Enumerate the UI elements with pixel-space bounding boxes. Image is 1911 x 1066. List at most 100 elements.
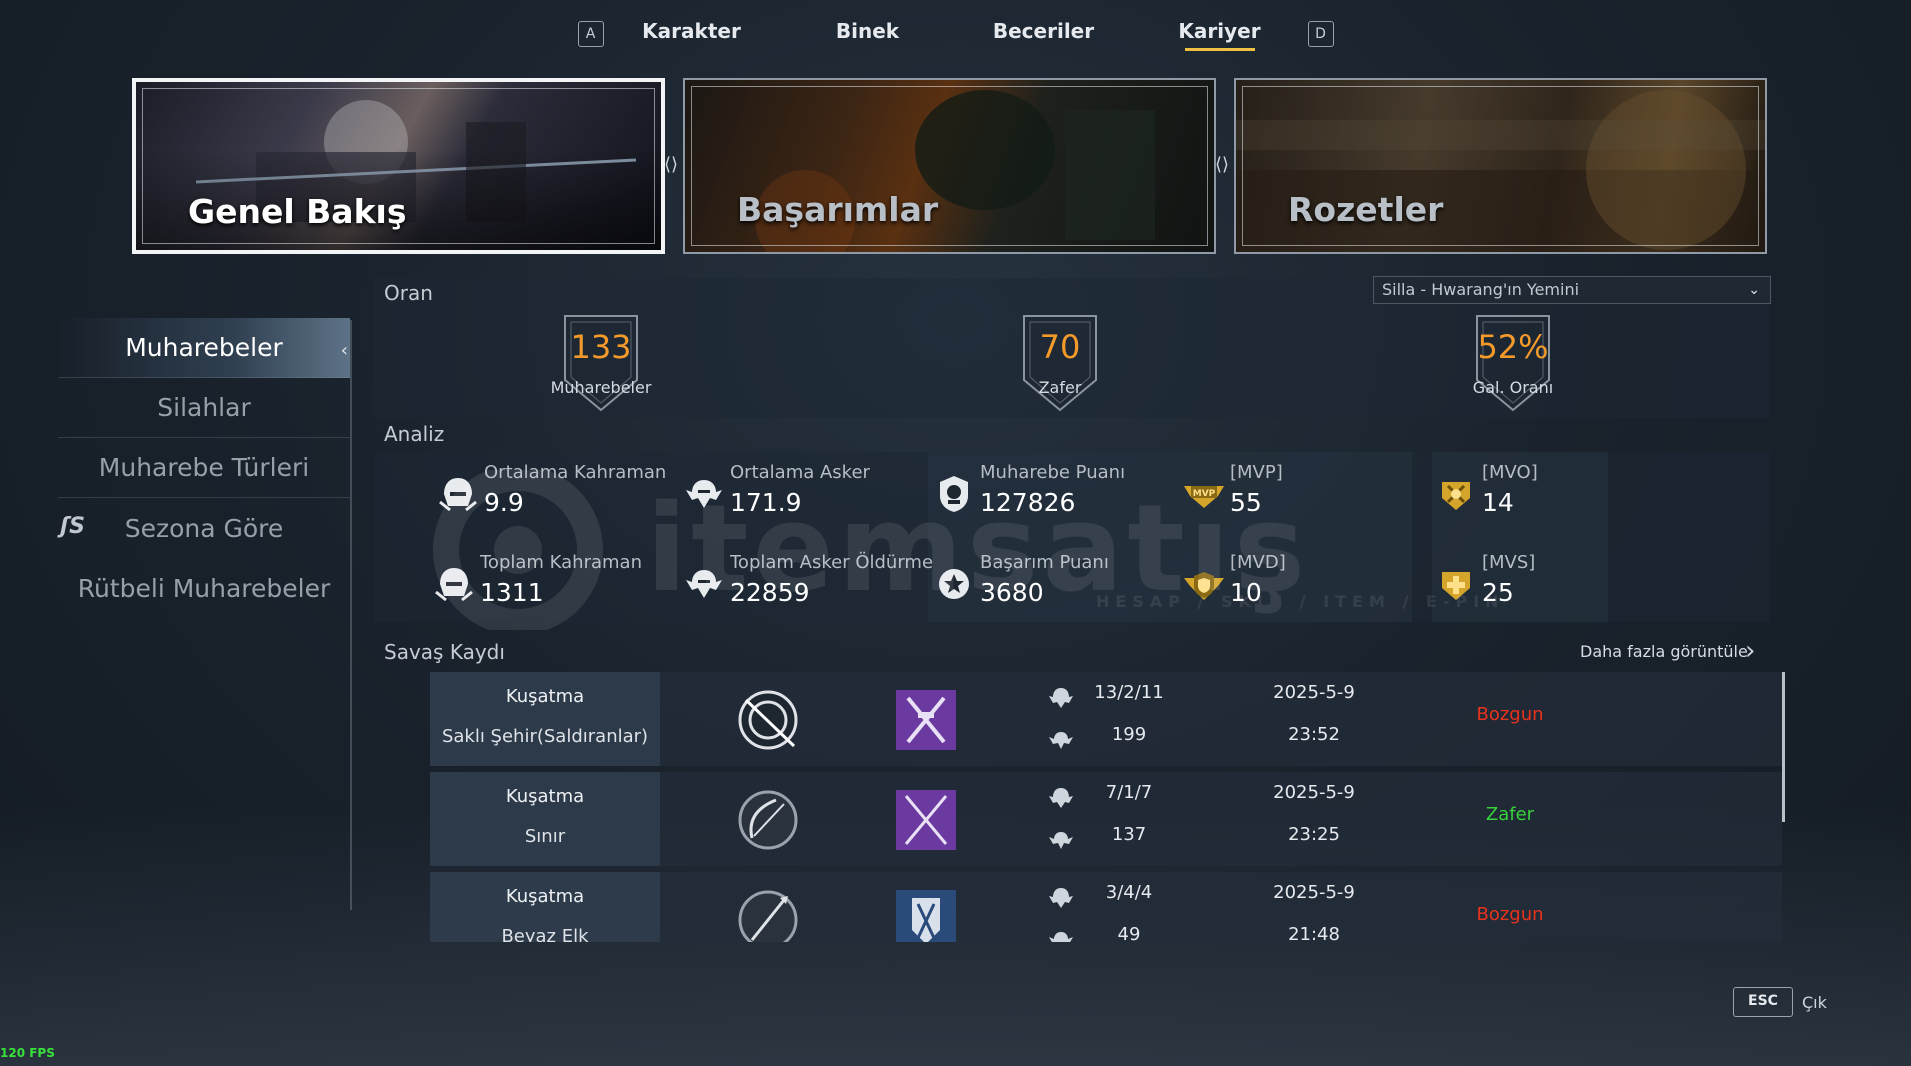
battle-record-list[interactable]: Kuşatma Saklı Şehir(Saldıranlar) 13/2/11… [0, 670, 1911, 942]
bow-weapon-icon [738, 790, 798, 850]
sidebar-divider [350, 320, 352, 910]
soldier-kills-icon [1049, 732, 1073, 749]
record-kda: 7/1/7 [1105, 782, 1153, 803]
record-result: Zafer [1485, 804, 1535, 825]
knight-artwork [755, 90, 1155, 252]
record-list-scrollbar[interactable] [1782, 672, 1785, 822]
battle-score-icon [940, 476, 968, 512]
faction-select[interactable]: Silla - Hwarang'ın Yemini ⌄ [1373, 276, 1771, 304]
spear-weapon-icon [738, 890, 798, 942]
record-kills: 49 [1117, 924, 1141, 942]
sidebar-item-silahlar[interactable]: Silahlar [58, 378, 350, 438]
tab-kariyer[interactable]: Kariyer [1132, 19, 1308, 49]
table-row[interactable]: Kuşatma Saklı Şehir(Saldıranlar) 13/2/11… [430, 672, 1782, 766]
record-kda: 3/4/4 [1105, 882, 1153, 903]
stat-mvo: [MVO] 14 [1434, 460, 1680, 524]
sidebar-item-rutbeli-muharebeler[interactable]: Rütbeli Muharebeler [58, 558, 350, 618]
stat-battle-score: Muharebe Puanı 127826 [932, 460, 1178, 524]
mvd-badge-icon [1184, 572, 1224, 600]
stat-mvp: MVP [MVP] 55 [1182, 460, 1428, 524]
hero-kda-icon [1049, 688, 1073, 708]
hero-kda-icon [1049, 788, 1073, 808]
record-kills: 199 [1111, 724, 1147, 745]
exit-label[interactable]: Çık [1802, 993, 1827, 1012]
shield-value: 133 [570, 328, 632, 366]
shield-spear-weapon-icon [738, 690, 798, 750]
faction-select-value: Silla - Hwarang'ın Yemini [1382, 280, 1580, 299]
card-label: Başarımlar [737, 190, 939, 229]
top-navigation: A Karakter Binek Beceriler Kariyer D [0, 14, 1911, 54]
record-date: 2025-5-9 [1273, 782, 1355, 803]
sidebar-item-label: Muharebe Türleri [98, 453, 310, 482]
card-label: Rozetler [1288, 190, 1444, 229]
stat-shield-battles: 133 Muharebeler [551, 310, 651, 414]
shield-label: Muharebeler [550, 378, 652, 397]
card-rozetler[interactable]: Rozetler [1234, 78, 1767, 254]
sidebar-item-label: Muharebeler [125, 333, 283, 362]
mvp-badge-icon: MVP [1184, 486, 1224, 508]
hero-helmet-icon [439, 478, 477, 512]
analiz-highlight [928, 452, 1412, 622]
record-mode: Kuşatma [505, 886, 585, 907]
stat-mvd: [MVD] 10 [1182, 550, 1428, 614]
chevron-right-icon[interactable]: › [1745, 636, 1756, 666]
army-artwork [1236, 90, 1765, 252]
sidebar-menu: Muharebeler ‹ Silahlar Muharebe Türleri … [58, 318, 350, 618]
career-category-cards: Genel Bakış ⟨⟩ Başarımlar ⟨⟩ Rozetler [132, 78, 1767, 254]
table-row[interactable]: Kuşatma Beyaz Elk 3/4/4 49 2025-5-9 21:4… [430, 872, 1782, 942]
view-more-link[interactable]: Daha fazla görüntüle [1580, 642, 1748, 661]
tab-binek[interactable]: Binek [835, 19, 900, 43]
tab-karakter[interactable]: Karakter [642, 19, 741, 43]
card-label: Genel Bakış [188, 192, 407, 231]
stat-average-hero: Ortalama Kahraman 9.9 [436, 460, 682, 524]
shield-value: 52% [1477, 328, 1549, 366]
record-mode: Kuşatma [505, 686, 585, 707]
prev-tab-key[interactable]: A [577, 21, 604, 47]
fps-counter: 120 FPS [0, 1046, 55, 1060]
esc-key[interactable]: ESC [1733, 987, 1793, 1017]
hero-kda-icon [1049, 888, 1073, 908]
shield-label: Gal. Oranı [1472, 378, 1554, 397]
section-title-analiz: Analiz [384, 422, 445, 446]
mvo-badge-icon [1442, 482, 1470, 510]
chain-link-icon: ⟨⟩ [663, 154, 679, 175]
shield-value: 70 [1039, 328, 1081, 366]
stat-shield-win-rate: 52% Gal. Oranı [1471, 310, 1555, 414]
sidebar-item-label: Rütbeli Muharebeler [77, 573, 331, 603]
stat-shield-victories: 70 Zafer [1018, 310, 1102, 414]
record-time: 23:52 [1288, 724, 1340, 745]
chevron-down-icon: ⌄ [1748, 282, 1760, 298]
chain-link-icon: ⟨⟩ [1214, 154, 1230, 175]
sidebar-item-sezona-gore[interactable]: ʃS Sezona Göre [58, 498, 350, 558]
sidebar-item-label: Sezona Göre [124, 513, 284, 543]
record-time: 23:25 [1288, 824, 1340, 845]
record-result: Bozgun [1476, 904, 1544, 925]
svg-text:MVP: MVP [1193, 489, 1216, 499]
soldier-icon [686, 570, 722, 598]
record-map: Beyaz Elk [501, 926, 589, 942]
record-mode: Kuşatma [505, 786, 585, 807]
next-tab-key[interactable]: D [1307, 21, 1334, 47]
card-genel-bakis[interactable]: Genel Bakış [132, 78, 665, 254]
sidebar-item-label: Silahlar [157, 393, 251, 422]
sidebar-item-muharebeler[interactable]: Muharebeler ‹ [58, 318, 350, 378]
hero-helmet-icon [435, 568, 473, 602]
achievement-score-icon [939, 569, 969, 599]
card-basarimlar[interactable]: Başarımlar [683, 78, 1216, 254]
record-time: 21:48 [1288, 924, 1340, 942]
crossed-halberds-class-icon [896, 690, 956, 750]
stat-total-soldier-kills: Toplam Asker Öldürme 22859 [682, 550, 933, 614]
soldier-kills-icon [1049, 932, 1073, 942]
record-kills: 137 [1111, 824, 1147, 845]
tab-beceriler[interactable]: Beceriler [992, 19, 1095, 43]
chevron-left-icon: ‹ [340, 340, 348, 361]
record-kda: 13/2/11 [1094, 682, 1164, 703]
table-row[interactable]: Kuşatma Sınır 7/1/7 137 2025-5-9 23:25 Z… [430, 772, 1782, 866]
sidebar-item-muharebe-turleri[interactable]: Muharebe Türleri [58, 438, 350, 498]
stat-average-soldier: Ortalama Asker 171.9 [682, 460, 928, 524]
shield-label: Zafer [1038, 378, 1082, 397]
stat-mvs: [MVS] 25 [1434, 550, 1680, 614]
record-result: Bozgun [1476, 704, 1544, 725]
stat-achievement-score: Başarım Puanı 3680 [932, 550, 1178, 614]
stat-total-hero: Toplam Kahraman 1311 [432, 550, 678, 614]
